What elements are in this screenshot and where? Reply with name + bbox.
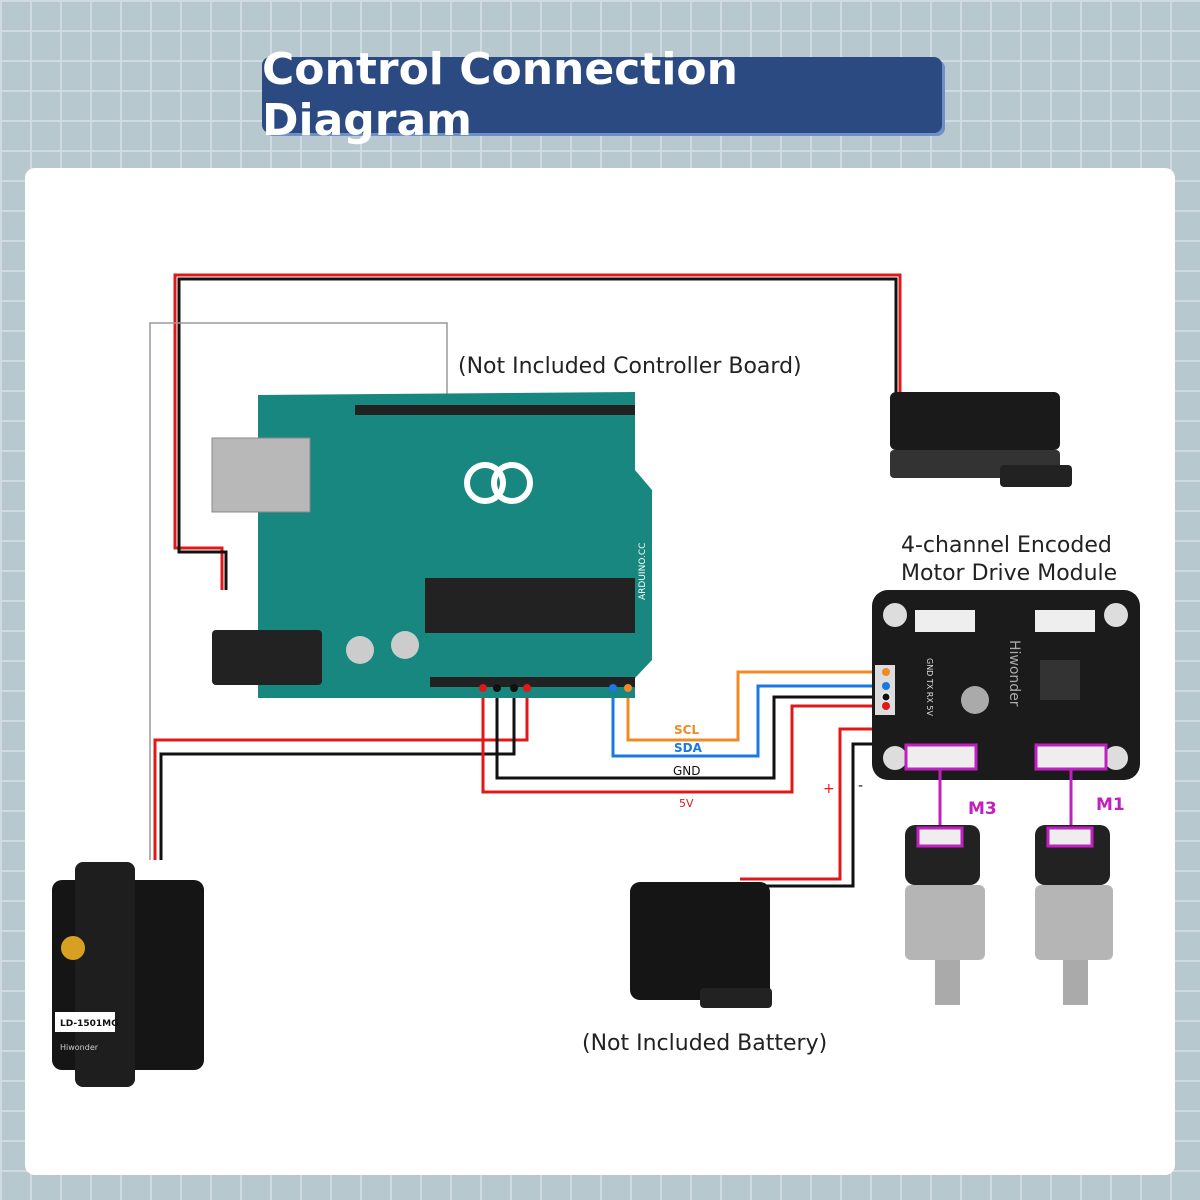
wire-scl — [626, 670, 886, 742]
wire-batt-black — [740, 742, 876, 888]
servo-model: LD-1501MG — [60, 1019, 119, 1029]
battery-bottom — [630, 882, 772, 1008]
5v-label: 5V — [679, 797, 694, 810]
driver-brand: Hiwonder — [1006, 640, 1022, 707]
motor-driver-module: Hiwonder GND TX RX 5V — [872, 590, 1140, 780]
wire-black-top — [177, 277, 898, 590]
m1-label: M1 — [1096, 795, 1125, 815]
scl-label: SCL — [674, 723, 699, 737]
wire-batt-red — [740, 727, 876, 881]
driver-header-text: GND TX RX 5V — [925, 658, 934, 716]
controller-label: (Not Included Controller Board) — [458, 354, 802, 379]
minus-label: - — [858, 778, 863, 794]
motor-m3 — [905, 825, 985, 1005]
servo-brand: Hiwonder — [60, 1043, 99, 1052]
board-text: ARDUINO.CC — [638, 543, 648, 600]
wire-gray — [149, 322, 448, 860]
sda-label: SDA — [674, 741, 703, 755]
m1-port — [1034, 743, 1108, 771]
driver-label-2: Motor Drive Module — [901, 561, 1117, 586]
wire-5v — [481, 688, 886, 794]
battery-label: (Not Included Battery) — [582, 1031, 827, 1056]
battery-pack-top — [890, 392, 1072, 487]
servo: LD-1501MG Hiwonder — [52, 862, 204, 1087]
wire-servo-red — [153, 690, 529, 860]
gnd-label: GND — [673, 764, 701, 778]
m3-label: M3 — [968, 799, 997, 819]
wire-red-top — [173, 273, 902, 590]
wire-sda — [611, 684, 886, 758]
plus-label: + — [823, 781, 835, 797]
m3-port — [904, 743, 978, 771]
wire-gnd — [495, 688, 886, 780]
arduino-board: ARDUINO.CC — [211, 392, 652, 698]
motor-m1 — [1035, 825, 1113, 1005]
wire-servo-black — [159, 690, 516, 860]
driver-label-1: 4-channel Encoded — [901, 533, 1112, 558]
